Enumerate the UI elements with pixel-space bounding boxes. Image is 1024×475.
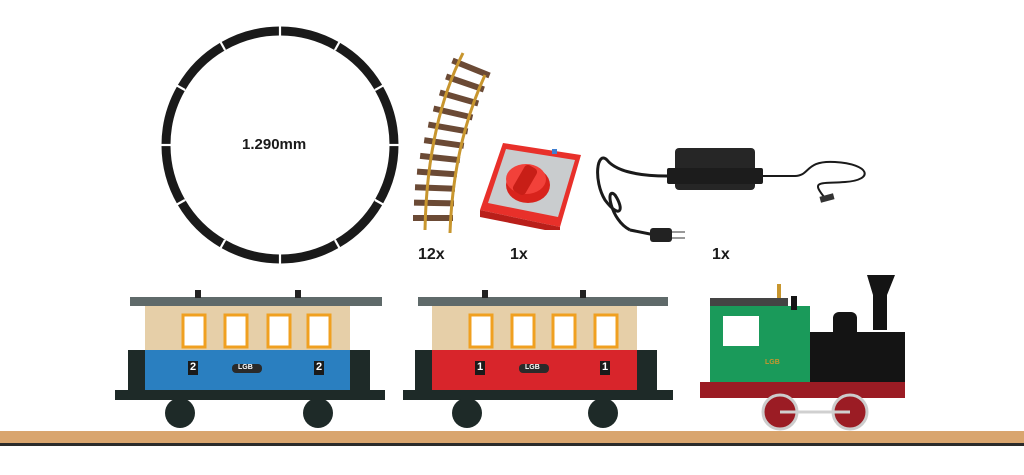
controller-icon (480, 143, 581, 230)
coach-logo: LGB (525, 364, 540, 371)
coach-logo: LGB (238, 364, 253, 371)
track-diameter-label: 1.290mm (242, 136, 307, 153)
coach-class-number: 1 (477, 361, 484, 373)
power-supply-icon (596, 148, 866, 242)
coach-class-number: 1 (602, 361, 609, 373)
coach-second-class (115, 290, 385, 428)
coach-class-number: 2 (316, 361, 323, 373)
display-track (0, 431, 1024, 446)
power-supply-quantity: 1x (712, 246, 730, 263)
coach-first-class (403, 290, 673, 428)
coach-class-number: 2 (190, 361, 197, 373)
locomotive-logo: LGB (765, 359, 780, 366)
curved-track-icon (413, 52, 491, 234)
curved-track-quantity: 12x (418, 246, 445, 263)
controller-quantity: 1x (510, 246, 528, 263)
steam-locomotive (700, 275, 905, 431)
track-circle-diagram (161, 26, 399, 264)
